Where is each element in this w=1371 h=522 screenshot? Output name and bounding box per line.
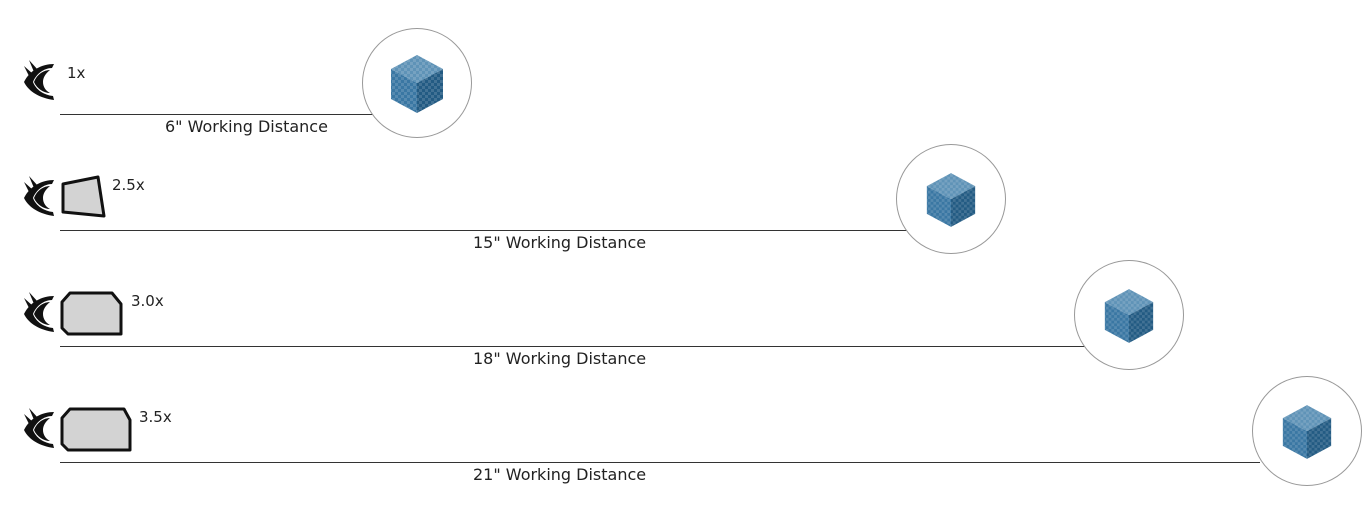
object-circle [1252,376,1362,486]
object-circle [896,144,1006,254]
magnification-label: 1x [67,64,86,82]
working-distance-line [60,230,910,231]
eye-icon [20,172,56,216]
cube-icon [389,53,445,115]
magnification-label: 3.0x [131,292,164,310]
object-circle [362,28,472,138]
magnification-label: 2.5x [112,176,145,194]
loupe-lens-icon [60,291,123,336]
object-circle [1074,260,1184,370]
cube-icon [925,171,977,229]
cube-icon [1281,403,1333,461]
working-distance-label: 18" Working Distance [473,349,647,368]
working-distance-line [60,346,1086,347]
eye-icon [20,56,56,100]
row-2-5x: 2.5x 15" Working Distance [0,116,1371,254]
loupe-lens-icon [60,407,132,452]
eye-icon [20,288,56,332]
row-3-0x: 3.0x 18" Working Distance [0,232,1371,370]
working-distance-label: 15" Working Distance [473,233,647,252]
working-distance-label: 6" Working Distance [165,117,328,136]
working-distance-label: 21" Working Distance [473,465,647,484]
row-3-5x: 3.5x 21" Working Distance [0,348,1371,486]
working-distance-line [60,114,380,115]
loupe-lens-icon [61,175,106,218]
eye-icon [20,404,56,448]
magnification-label: 3.5x [139,408,172,426]
cube-icon [1103,287,1155,345]
row-1x: 1x 6" Working Distance [0,0,1371,138]
working-distance-line [60,462,1260,463]
